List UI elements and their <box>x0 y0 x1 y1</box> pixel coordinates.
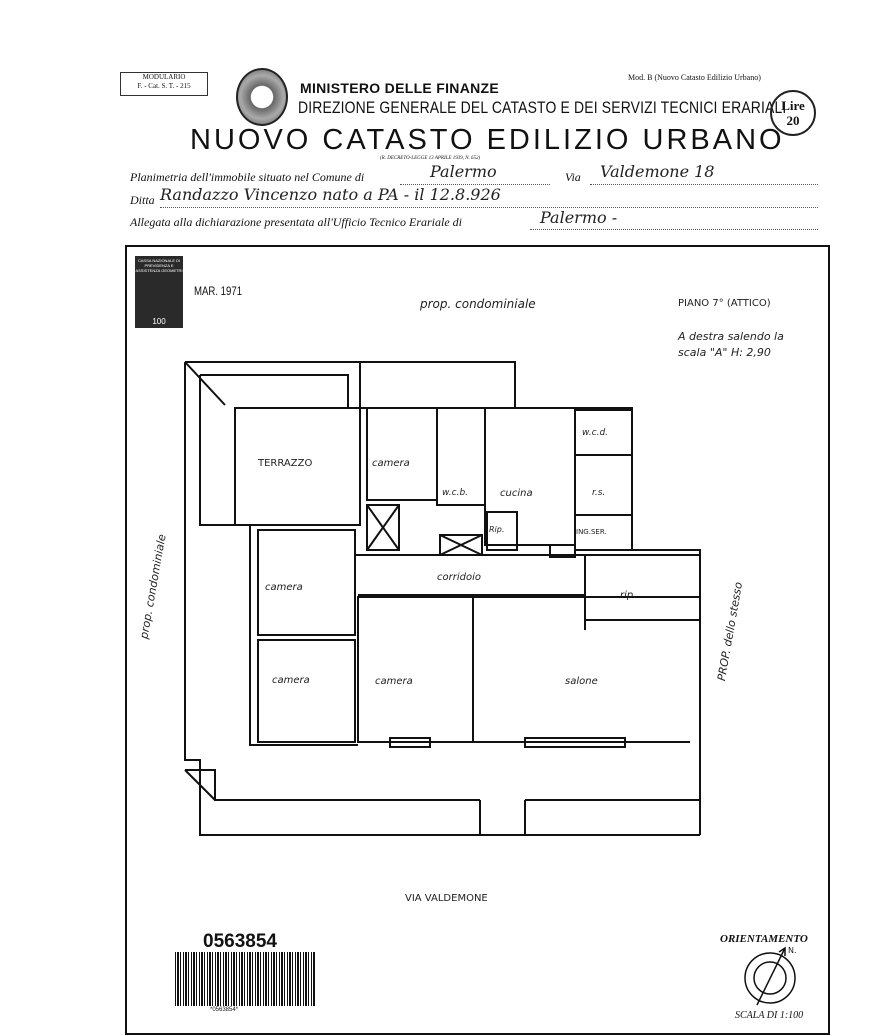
modulario-code: F. - Cat. S. T. - 215 <box>137 82 191 90</box>
wall <box>184 362 700 836</box>
north-label: N. <box>788 946 797 955</box>
scale-label: SCALA DI 1:100 <box>735 1010 804 1021</box>
ditta-label: Ditta <box>130 193 155 207</box>
shaft <box>549 544 576 558</box>
camera-lower-left-room <box>257 639 356 743</box>
room-rip: rip. <box>620 590 637 601</box>
floor-label: PIANO 7° (ATTICO) <box>678 298 771 309</box>
stamp-duty-circle: Lire 20 <box>770 90 816 136</box>
revenue-stamp: CASSA NAZIONALE DI PREVIDENZA E ASSISTEN… <box>135 256 183 328</box>
room-wcd: w.c.d. <box>582 428 609 438</box>
allegata-value: Palermo - <box>540 208 618 227</box>
modulario-box: MODULARIO F. - Cat. S. T. - 215 <box>120 72 208 96</box>
room-camera-middle: camera <box>375 676 413 687</box>
balcony <box>185 769 480 801</box>
document-title: NUOVO CATASTO EDILIZIO URBANO <box>190 124 785 156</box>
barcode-small-number: *0563854* <box>210 1007 239 1013</box>
room-rs: r.s. <box>592 488 606 498</box>
room-cucina: cucina <box>500 488 533 499</box>
model-label: Mod. B (Nuovo Catasto Edilizio Urbano) <box>628 73 761 82</box>
top-strip <box>359 361 516 409</box>
camera-left-room <box>257 529 356 636</box>
room-terrazzo: TERRAZZO <box>258 458 313 469</box>
rs-room <box>574 454 633 516</box>
modulario-label: MODULARIO <box>142 73 186 81</box>
decree-reference: (R. DECRETO-LEGGE 13 APRILE 1939, N. 652… <box>380 156 481 161</box>
via-label: Via <box>565 170 581 184</box>
window <box>524 737 626 748</box>
room-corridoio: corridoio <box>437 572 481 583</box>
shaft <box>366 504 400 551</box>
ministry-name: MINISTERO DELLE FINANZE <box>300 80 500 96</box>
ditta-value: Randazzo Vincenzo nato a PA - il 12.8.92… <box>160 185 501 204</box>
terrazzo-room <box>234 407 361 526</box>
via-value: Valdemone 18 <box>600 162 715 181</box>
rip-room <box>584 554 701 621</box>
salone-room <box>472 596 700 742</box>
top-note: prop. condominiale <box>420 297 536 311</box>
room-rip-closet: Rip. <box>489 525 505 534</box>
room-ingser: ING.SER. <box>576 528 607 536</box>
orientation-label: ORIENTAMENTO <box>720 933 808 945</box>
direction-name: DIREZIONE GENERALE DEL CATASTO E DEI SER… <box>298 98 787 117</box>
wall <box>249 525 358 746</box>
camera-middle-room <box>357 596 474 743</box>
stamp-date: MAR. 1971 <box>194 284 243 298</box>
stamp-duty-label: Lire <box>781 98 805 113</box>
stamp-value: 100 <box>152 317 166 326</box>
room-camera-lower-left: camera <box>272 675 310 686</box>
rip-closet <box>486 511 518 551</box>
note-line2: scala "A" H: 2,90 <box>678 346 771 359</box>
republic-emblem-icon <box>236 68 288 126</box>
compass-icon <box>744 946 796 1006</box>
corridor-wall <box>355 554 586 630</box>
wall <box>200 374 349 408</box>
barcode <box>175 952 315 1006</box>
room-salone: salone <box>565 676 598 687</box>
allegata-label: Allegata alla dichiarazione presentata a… <box>130 215 462 229</box>
ingser-room <box>574 514 633 551</box>
stamp-duty-value: 20 <box>786 113 800 128</box>
wall <box>199 375 360 526</box>
room-camera-left: camera <box>265 582 303 593</box>
room-camera-top: camera <box>372 458 410 469</box>
comune-label: Planimetria dell'immobile situato nel Co… <box>130 170 365 184</box>
comune-value: Palermo <box>430 162 497 181</box>
room-wcb: w.c.b. <box>442 488 469 498</box>
camera-top-room <box>366 407 438 501</box>
barcode-number: 0563854 <box>203 931 277 952</box>
street-name: VIA VALDEMONE <box>405 893 488 904</box>
stamp-text: CASSA NAZIONALE DI PREVIDENZA E ASSISTEN… <box>135 258 183 273</box>
note-line1: A destra salendo la <box>678 330 784 343</box>
window <box>389 737 431 748</box>
